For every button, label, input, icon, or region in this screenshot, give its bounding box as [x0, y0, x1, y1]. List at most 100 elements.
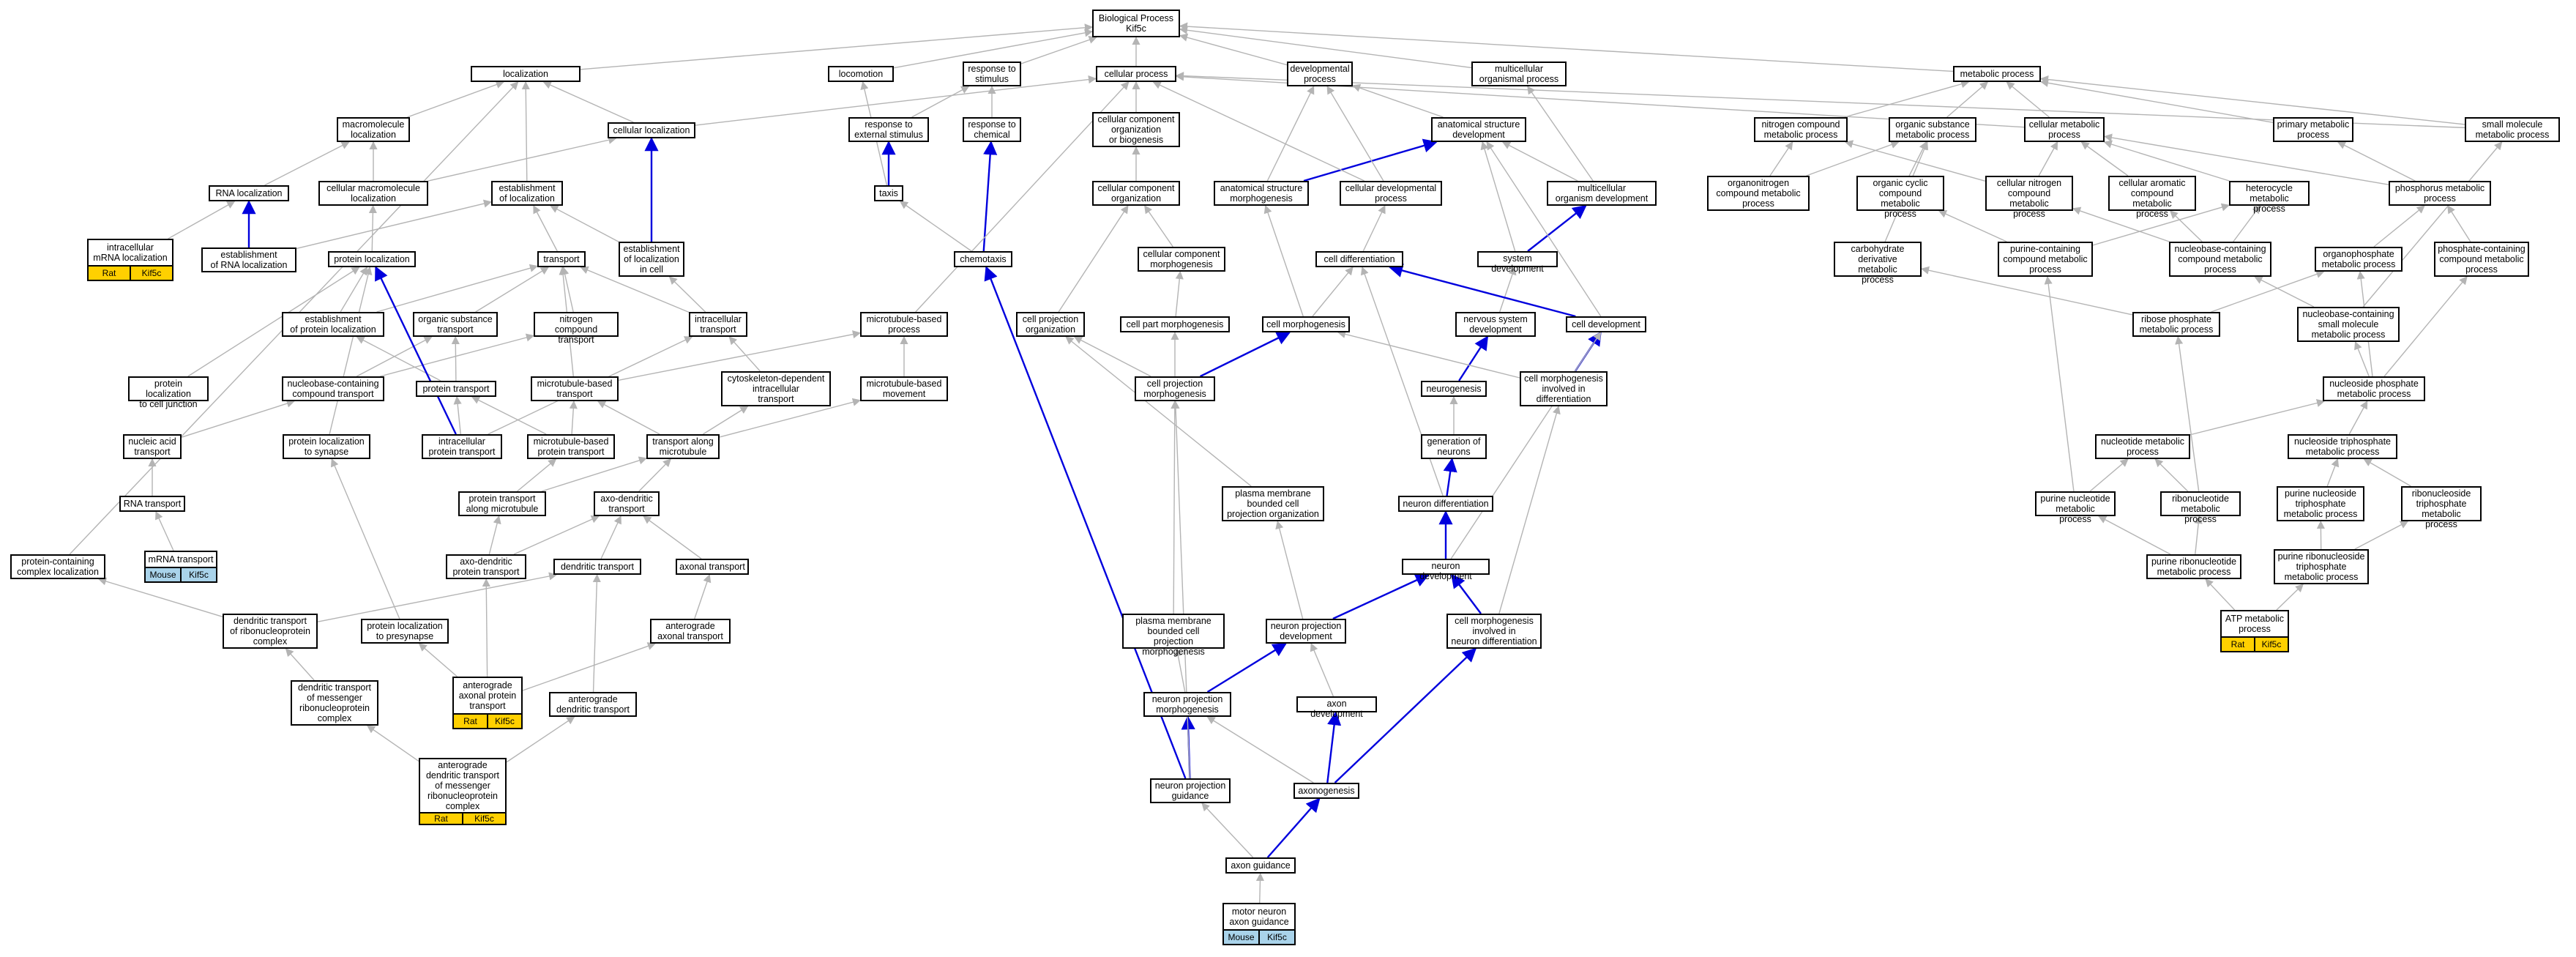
- term-node-neurogenesis[interactable]: neurogenesis: [1421, 381, 1487, 397]
- term-node-axdev[interactable]: axon development: [1296, 696, 1377, 719]
- term-node-pmbcpm[interactable]: plasma membrane bounded cell projection …: [1122, 614, 1225, 657]
- term-node-cmorph[interactable]: cell morphogenesis: [1262, 316, 1350, 332]
- term-node-asm[interactable]: anatomical structure morphogenesis: [1214, 181, 1309, 206]
- term-node-ipt[interactable]: intracellular protein transport: [422, 434, 502, 459]
- term-node-plocsyn[interactable]: protein localization to synapse: [283, 434, 370, 459]
- term-node-dt[interactable]: dendritic transport: [553, 559, 641, 575]
- term-node-cpmorph[interactable]: cell projection morphogenesis: [1135, 376, 1215, 401]
- term-node-rts[interactable]: response to stimulus: [963, 62, 1021, 86]
- term-node-npg[interactable]: neuron projection guidance: [1150, 778, 1231, 803]
- term-node-nbcsm[interactable]: nucleobase-containing small molecule met…: [2297, 307, 2400, 342]
- term-node-at[interactable]: axonal transport: [676, 559, 749, 575]
- term-node-eorna[interactable]: establishment of RNA localization: [201, 247, 296, 272]
- term-node-pccmp[interactable]: purine-containing compound metabolic pro…: [1998, 242, 2093, 277]
- term-node-axg[interactable]: axon guidance: [1225, 857, 1296, 874]
- term-node-mod[interactable]: multicellular organism development: [1547, 181, 1657, 206]
- term-node-ndev[interactable]: neuron development: [1402, 559, 1490, 581]
- term-node-opmp[interactable]: organophosphate metabolic process: [2315, 247, 2403, 272]
- term-node-adt[interactable]: axo-dendritic transport: [594, 491, 660, 516]
- term-node-eoploc[interactable]: establishment of protein localization: [282, 312, 384, 337]
- term-node-chemotaxis[interactable]: chemotaxis: [954, 251, 1012, 267]
- term-node-ndiff[interactable]: neuron differentiation: [1398, 496, 1493, 512]
- term-node-mtbpt[interactable]: microtubule-based protein transport: [527, 434, 615, 459]
- term-node-aat[interactable]: anterograde axonal transport: [650, 619, 731, 644]
- term-node-rpmp[interactable]: ribose phosphate metabolic process: [2132, 312, 2220, 337]
- term-node-smmp[interactable]: small molecule metabolic process: [2465, 117, 2560, 142]
- term-node-adtr[interactable]: anterograde dendritic transport: [549, 692, 637, 717]
- term-node-nstpmp[interactable]: nucleoside triphosphate metabolic proces…: [2288, 434, 2397, 459]
- term-node-mloc[interactable]: macromolecule localization: [337, 117, 410, 142]
- term-node-nbccmp[interactable]: nucleobase-containing compound metabolic…: [2169, 242, 2271, 277]
- term-node-rnaloc[interactable]: RNA localization: [209, 185, 289, 201]
- term-node-mop[interactable]: multicellular organismal process: [1471, 62, 1567, 86]
- term-node-cdit[interactable]: cytoskeleton-dependent intracellular tra…: [721, 371, 831, 406]
- term-node-cmp[interactable]: cellular metabolic process: [2024, 117, 2105, 142]
- term-node-cpm[interactable]: cell part morphogenesis: [1120, 316, 1230, 332]
- term-node-ccm[interactable]: cellular component morphogenesis: [1138, 247, 1225, 272]
- term-node-ost[interactable]: organic substance transport: [413, 312, 498, 337]
- term-node-eoloc[interactable]: establishment of localization: [491, 181, 563, 206]
- term-node-dtmrnp[interactable]: dendritic transport of messenger ribonuc…: [291, 680, 378, 726]
- term-node-rtes[interactable]: response to external stimulus: [848, 117, 929, 142]
- term-node-mp[interactable]: metabolic process: [1953, 66, 2041, 82]
- term-node-asd[interactable]: anatomical structure development: [1431, 117, 1526, 142]
- term-node-phmp[interactable]: phosphorus metabolic process: [2389, 181, 2491, 206]
- term-node-axonogenesis[interactable]: axonogenesis: [1293, 783, 1359, 799]
- term-node-gon[interactable]: generation of neurons: [1421, 434, 1487, 459]
- term-node-ncmp[interactable]: nitrogen compound metabolic process: [1754, 117, 1848, 142]
- term-node-ploc[interactable]: protein localization: [328, 251, 416, 267]
- term-node-loc[interactable]: localization: [471, 66, 580, 82]
- term-node-cp[interactable]: cellular process: [1096, 66, 1176, 82]
- term-node-cmind[interactable]: cell morphogenesis involved in neuron di…: [1446, 614, 1542, 649]
- term-node-mtbm[interactable]: microtubule-based movement: [860, 376, 948, 401]
- term-node-cdev[interactable]: cell development: [1566, 316, 1646, 332]
- term-node-sysdev[interactable]: system development: [1477, 251, 1558, 274]
- term-node-pt[interactable]: protein transport: [416, 381, 496, 397]
- term-node-ntmp[interactable]: nucleotide metabolic process: [2095, 434, 2190, 459]
- term-node-pccl[interactable]: protein-containing complex localization: [10, 554, 105, 579]
- term-node-mtbt[interactable]: microtubule-based transport: [531, 376, 619, 401]
- term-node-pnmp[interactable]: purine nucleotide metabolic process: [2035, 491, 2116, 524]
- term-node-transport[interactable]: transport: [537, 251, 586, 267]
- term-node-pnstpmp[interactable]: purine nucleoside triphosphate metabolic…: [2277, 486, 2364, 521]
- term-node-cncmp[interactable]: cellular nitrogen compound metabolic pro…: [1985, 176, 2073, 219]
- term-node-dp[interactable]: developmental process: [1287, 62, 1353, 86]
- term-node-rnstpmp[interactable]: ribonucleoside triphosphate metabolic pr…: [2401, 486, 2482, 529]
- term-node-prnstpmp[interactable]: purine ribonucleoside triphosphate metab…: [2274, 549, 2369, 584]
- term-node-plocpre[interactable]: protein localization to presynapse: [361, 619, 449, 644]
- term-node-cmid[interactable]: cell morphogenesis involved in different…: [1520, 371, 1608, 406]
- term-node-nsd[interactable]: nervous system development: [1455, 312, 1536, 337]
- term-node-cdp[interactable]: cellular developmental process: [1340, 181, 1442, 206]
- term-node-mtbp[interactable]: microtubule-based process: [860, 312, 948, 337]
- term-node-ptam[interactable]: protein transport along microtubule: [458, 491, 546, 516]
- term-node-cloc[interactable]: cellular localization: [608, 122, 695, 138]
- term-node-rtc[interactable]: response to chemical: [963, 117, 1021, 142]
- term-node-adtmrnp[interactable]: anterograde dendritic transport of messe…: [419, 758, 507, 825]
- term-node-ploccj[interactable]: protein localization to cell junction: [128, 376, 209, 409]
- term-node-cco[interactable]: cellular component organization: [1092, 181, 1180, 206]
- term-node-cdmp[interactable]: carbohydrate derivative metabolic proces…: [1834, 242, 1922, 285]
- term-node-rnmp[interactable]: ribonucleotide metabolic process: [2160, 491, 2241, 524]
- term-node-osmp[interactable]: organic substance metabolic process: [1889, 117, 1976, 142]
- term-node-ccob[interactable]: cellular component organization or bioge…: [1092, 112, 1180, 147]
- term-node-cacmp[interactable]: cellular aromatic compound metabolic pro…: [2108, 176, 2196, 219]
- term-node-occmp[interactable]: organic cyclic compound metabolic proces…: [1856, 176, 1944, 219]
- term-node-npm[interactable]: neuron projection morphogenesis: [1143, 692, 1231, 717]
- term-node-bp[interactable]: Biological Process Kif5c: [1092, 10, 1180, 37]
- term-node-taxis[interactable]: taxis: [874, 185, 903, 201]
- term-node-tam[interactable]: transport along microtubule: [646, 434, 720, 459]
- term-node-oncmp[interactable]: organonitrogen compound metabolic proces…: [1707, 176, 1810, 211]
- term-node-nat[interactable]: nucleic acid transport: [123, 434, 182, 459]
- term-node-eolic[interactable]: establishment of localization in cell: [619, 242, 684, 277]
- term-node-phccmp[interactable]: phosphate-containing compound metabolic …: [2434, 242, 2529, 277]
- term-node-nbcct[interactable]: nucleobase-containing compound transport: [282, 376, 384, 401]
- term-node-rnat[interactable]: RNA transport: [119, 496, 185, 512]
- term-node-cdiff[interactable]: cell differentiation: [1315, 251, 1403, 267]
- term-node-prnmp[interactable]: purine ribonucleotide metabolic process: [2146, 554, 2241, 579]
- term-node-ict[interactable]: intracellular transport: [689, 312, 747, 337]
- term-node-locomotion[interactable]: locomotion: [828, 66, 894, 82]
- term-node-cmloc[interactable]: cellular macromolecule localization: [318, 181, 428, 206]
